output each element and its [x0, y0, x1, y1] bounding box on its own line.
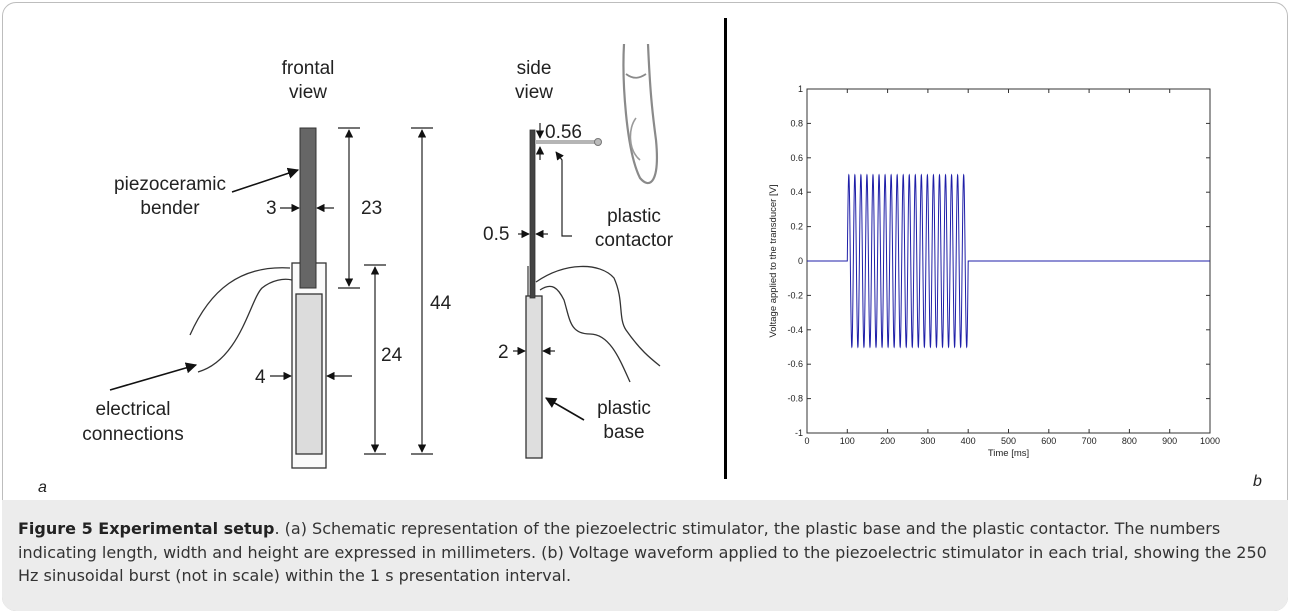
electrical-pointer [109, 362, 198, 391]
dim-3-label: 3 [266, 198, 277, 219]
piezo-pointer [231, 167, 300, 193]
series-line-voltage [807, 173, 1210, 349]
plastic-base-label-1: plastic [597, 398, 651, 419]
side-contactor-tip [594, 138, 602, 146]
wire-2 [197, 278, 293, 373]
x-tick-label: 600 [1041, 436, 1056, 446]
x-axis-ticks: 0 100 200 300 400 500 600 700 800 900 1000 [804, 89, 1220, 446]
plastic-contactor-label-2: contactor [595, 230, 674, 251]
dim-05-label: 0.5 [483, 224, 509, 245]
x-tick-label: 100 [840, 436, 855, 446]
dim-24-label: 24 [381, 345, 403, 366]
plastic-base-label-2: base [603, 422, 644, 443]
x-tick-label: 300 [920, 436, 935, 446]
caption-label: Figure 5 Experimental setup [18, 519, 275, 538]
base-pointer [545, 397, 585, 421]
y-tick-label: 0 [798, 256, 803, 266]
caption-text: . (a) Schematic representation of the pi… [18, 519, 1267, 585]
electrical-label-1: electrical [96, 399, 171, 420]
x-tick-label: 700 [1082, 436, 1097, 446]
y-tick-label: 0.6 [790, 153, 803, 163]
y-tick-label: -0.2 [787, 290, 803, 300]
electrical-label-2: connections [82, 424, 183, 445]
piezo-label-1: piezoceramic [114, 174, 226, 195]
frontal-piezo-bender [299, 127, 317, 289]
caption-background [2, 500, 1288, 611]
side-wire-1 [535, 265, 661, 367]
x-tick-label: 200 [880, 436, 895, 446]
side-view-label-2: view [515, 82, 553, 103]
panel-a-schematic: frontal view piezoceramic bender electri… [38, 43, 674, 496]
dim-056-label: 0.56 [545, 122, 582, 143]
finger-outline [622, 43, 658, 184]
frontal-base-inner [295, 293, 323, 455]
frontal-view-label-2: view [289, 82, 327, 103]
piezo-label-2: bender [140, 198, 200, 219]
dim-44-label: 44 [430, 293, 452, 314]
y-tick-label: -0.8 [787, 394, 803, 404]
y-tick-label: 0.2 [790, 222, 803, 232]
contactor-pointer [555, 151, 572, 237]
x-tick-label: 800 [1122, 436, 1137, 446]
x-tick-label: 400 [961, 436, 976, 446]
panel-b-letter: b [1253, 473, 1262, 490]
panel-b-chart: -1 -0.8 -0.6 -0.4 -0.2 0 0.2 0.4 0.6 0.8 1 0 100 200… [768, 84, 1220, 459]
y-axis-label: Voltage applied to the transducer [V] [768, 184, 779, 337]
frontal-view-label-1: frontal [282, 58, 335, 79]
dim-4-label: 4 [255, 367, 266, 388]
x-axis-label: Time [ms] [988, 448, 1029, 459]
wire-1 [189, 267, 291, 336]
x-tick-label: 900 [1162, 436, 1177, 446]
side-piezo [529, 129, 536, 299]
panel-a-letter: a [38, 479, 47, 496]
y-tick-label: 0.4 [790, 187, 803, 197]
panel-divider [724, 18, 727, 479]
side-wire-2 [539, 285, 631, 383]
side-view-label-1: side [517, 58, 552, 79]
figure-caption: Figure 5 Experimental setup. (a) Schemat… [18, 517, 1280, 588]
dim-2-label: 2 [498, 342, 509, 363]
y-tick-label: 1 [798, 84, 803, 94]
y-tick-label: -0.4 [787, 325, 803, 335]
y-tick-label: -1 [795, 428, 803, 438]
y-axis-ticks: -1 -0.8 -0.6 -0.4 -0.2 0 0.2 0.4 0.6 0.8 1 [787, 84, 1210, 438]
plastic-contactor-label-1: plastic [607, 206, 661, 227]
dim-23-label: 23 [361, 198, 382, 219]
side-base [525, 295, 543, 459]
x-tick-label: 0 [804, 436, 809, 446]
x-tick-label: 500 [1001, 436, 1016, 446]
x-tick-label: 1000 [1200, 436, 1220, 446]
y-tick-label: -0.6 [787, 359, 803, 369]
y-tick-label: 0.8 [790, 118, 803, 128]
